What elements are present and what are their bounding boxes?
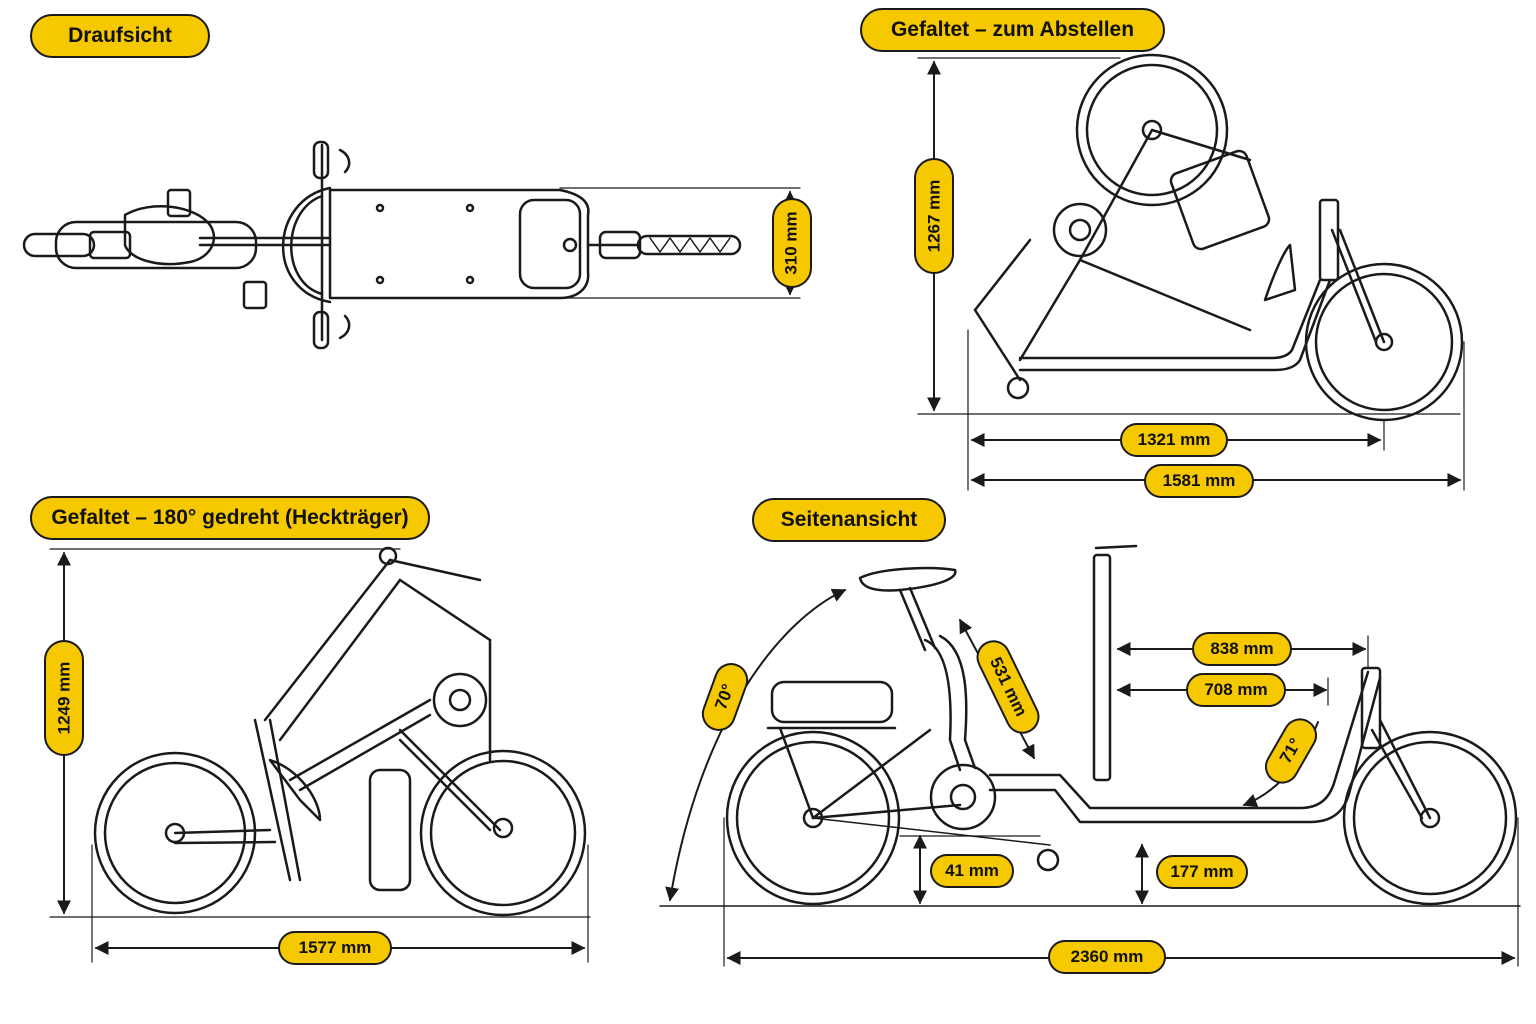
dim-side-total-length: 2360 mm	[1048, 940, 1166, 974]
title-folded-rotated: Gefaltet – 180° gedreht (Heckträger)	[30, 496, 430, 540]
folded-park-bike	[973, 53, 1464, 422]
folded-rotated-bike	[93, 546, 587, 917]
dim-side-cargo-838: 838 mm	[1192, 632, 1292, 666]
dim-top-width: 310 mm	[772, 198, 812, 288]
dim-folded-park-height: 1267 mm	[914, 158, 954, 274]
dim-folded-park-length-inner: 1321 mm	[1120, 423, 1228, 457]
dim-side-ground-41: 41 mm	[930, 854, 1014, 888]
dim-side-ground-177: 177 mm	[1156, 855, 1248, 889]
title-folded-park: Gefaltet – zum Abstellen	[860, 8, 1165, 52]
dim-folded-park-length-total: 1581 mm	[1144, 464, 1254, 498]
title-top-view: Draufsicht	[30, 14, 210, 58]
side-view-bike	[659, 544, 1521, 907]
dim-side-cargo-708: 708 mm	[1186, 673, 1286, 707]
top-view-bike	[22, 140, 742, 350]
dim-folded-rotated-height: 1249 mm	[44, 640, 84, 756]
title-side-view: Seitenansicht	[752, 498, 946, 542]
dim-folded-rotated-length: 1577 mm	[278, 931, 392, 965]
